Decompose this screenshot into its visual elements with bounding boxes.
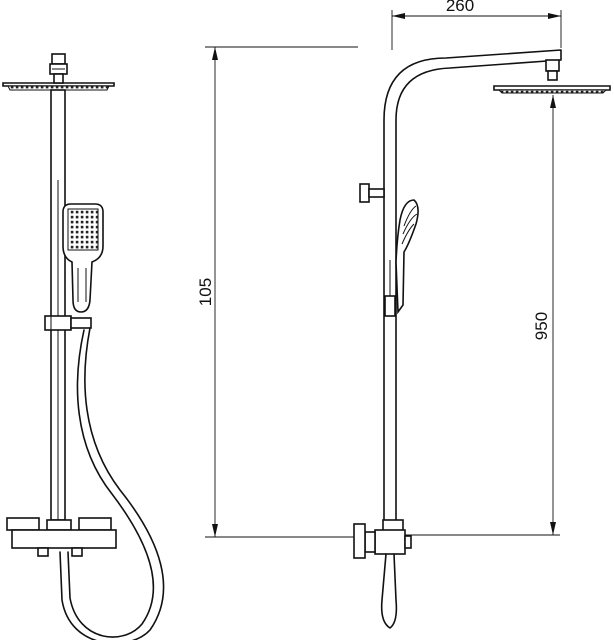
side-view [353, 49, 611, 629]
dimension-label-right: 950 [532, 312, 551, 340]
side-wall-bracket [359, 183, 385, 203]
front-slide-bracket [44, 315, 92, 331]
dimension-label-left: 105 [196, 278, 215, 306]
dimension-width-top: 260 [391, 0, 562, 50]
front-shower-hose [59, 327, 165, 640]
side-rain-shower-head [493, 59, 611, 94]
dimension-height-right: 950 [405, 95, 560, 536]
side-shower-hose [380, 553, 398, 629]
front-hand-shower [62, 203, 104, 313]
side-thermostatic-mixer [353, 519, 412, 559]
dimension-height-left: 105 [196, 46, 365, 538]
side-riser-and-arm [383, 49, 562, 531]
dimension-label-width: 260 [446, 0, 474, 15]
front-riser-pipe [50, 89, 66, 521]
front-rain-shower-head [2, 53, 115, 91]
front-thermostatic-mixer [6, 517, 117, 557]
side-hand-shower [384, 199, 419, 317]
front-view [2, 53, 165, 640]
